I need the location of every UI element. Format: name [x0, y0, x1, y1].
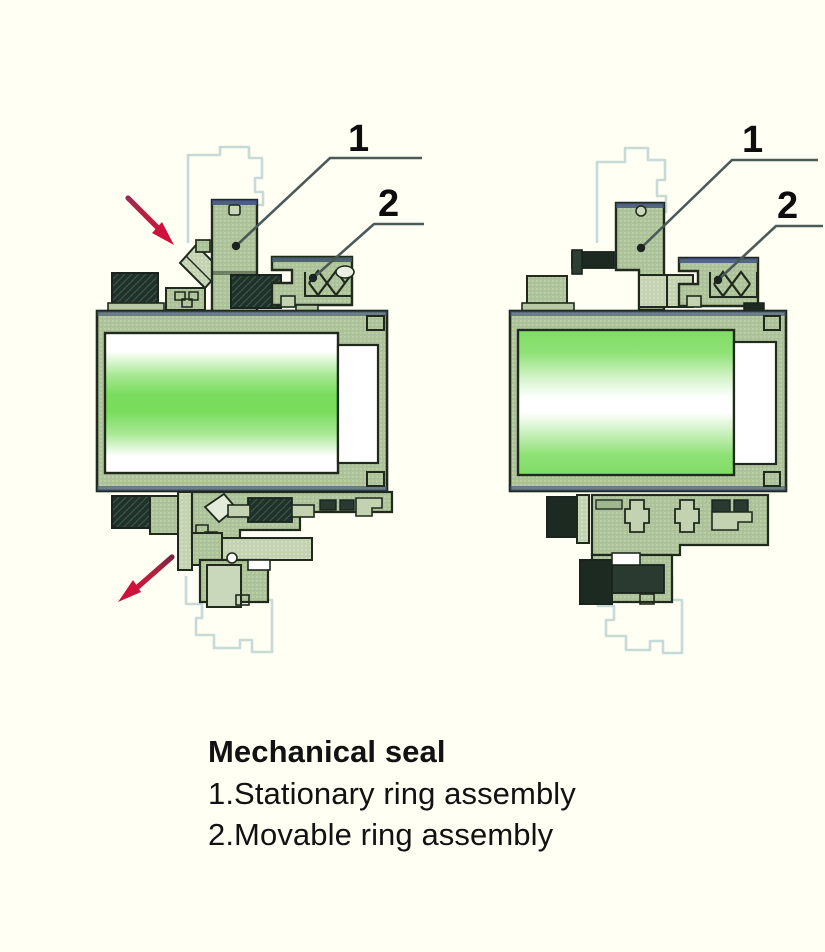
right-housing-body — [508, 309, 788, 493]
flow-arrow-outlet-left[interactable] — [118, 554, 175, 602]
callout-2-left: 2 — [308, 183, 424, 283]
shoulder-column-right — [732, 340, 778, 466]
callout-1-right-label: 1 — [742, 119, 763, 161]
left-upper-seal-detail — [107, 198, 355, 316]
seal-spring-left — [304, 265, 355, 297]
gland-dark-block-left — [111, 272, 159, 307]
callout-1-left-label: 1 — [348, 118, 369, 160]
lower-fasteners-right — [595, 499, 753, 533]
callout-2-right-label: 2 — [777, 185, 798, 227]
callout-1-right: 1 — [636, 119, 818, 253]
left-seal-assembly: 1 2 — [95, 118, 424, 654]
technical-diagram-area: 1 2 — [95, 118, 823, 655]
mechanical-seal-svg: 1 2 — [95, 118, 823, 655]
shoulder-column-left — [336, 343, 380, 465]
left-lower-seal-detail — [111, 490, 394, 608]
lower-dark-block-right — [546, 496, 578, 538]
flow-arrow-inlet-left[interactable] — [125, 195, 174, 245]
left-housing-body — [95, 309, 389, 493]
right-lower-seal-detail — [546, 493, 770, 605]
caption-item-2: 2.Movable ring assembly — [208, 817, 554, 852]
lower-sleeve-left — [177, 491, 193, 571]
callout-2-right: 2 — [713, 185, 823, 285]
right-upper-seal-detail — [521, 201, 765, 315]
figure-caption: Mechanical seal 1.Stationary ring assemb… — [208, 736, 808, 860]
shaft-right — [516, 328, 736, 477]
lower-dark-block-left — [111, 495, 151, 529]
callout-2-left-label: 2 — [378, 183, 399, 225]
caption-item-1: 1.Stationary ring assembly — [208, 776, 576, 811]
ghost-housing-outline-top-right — [595, 146, 668, 243]
seat-tab-left — [195, 239, 211, 253]
right-seal-assembly: 1 2 — [508, 119, 823, 655]
seal-spring-right — [709, 270, 758, 298]
ghost-housing-outline-bottom-left — [184, 576, 274, 654]
ghost-housing-outline-bottom-right — [596, 576, 684, 655]
callout-1-left: 1 — [231, 118, 422, 251]
shaft-left — [103, 331, 340, 475]
gland-block-right — [526, 275, 568, 307]
caption-title: Mechanical seal — [208, 734, 446, 769]
ghost-housing-outline-top-left — [186, 145, 265, 243]
